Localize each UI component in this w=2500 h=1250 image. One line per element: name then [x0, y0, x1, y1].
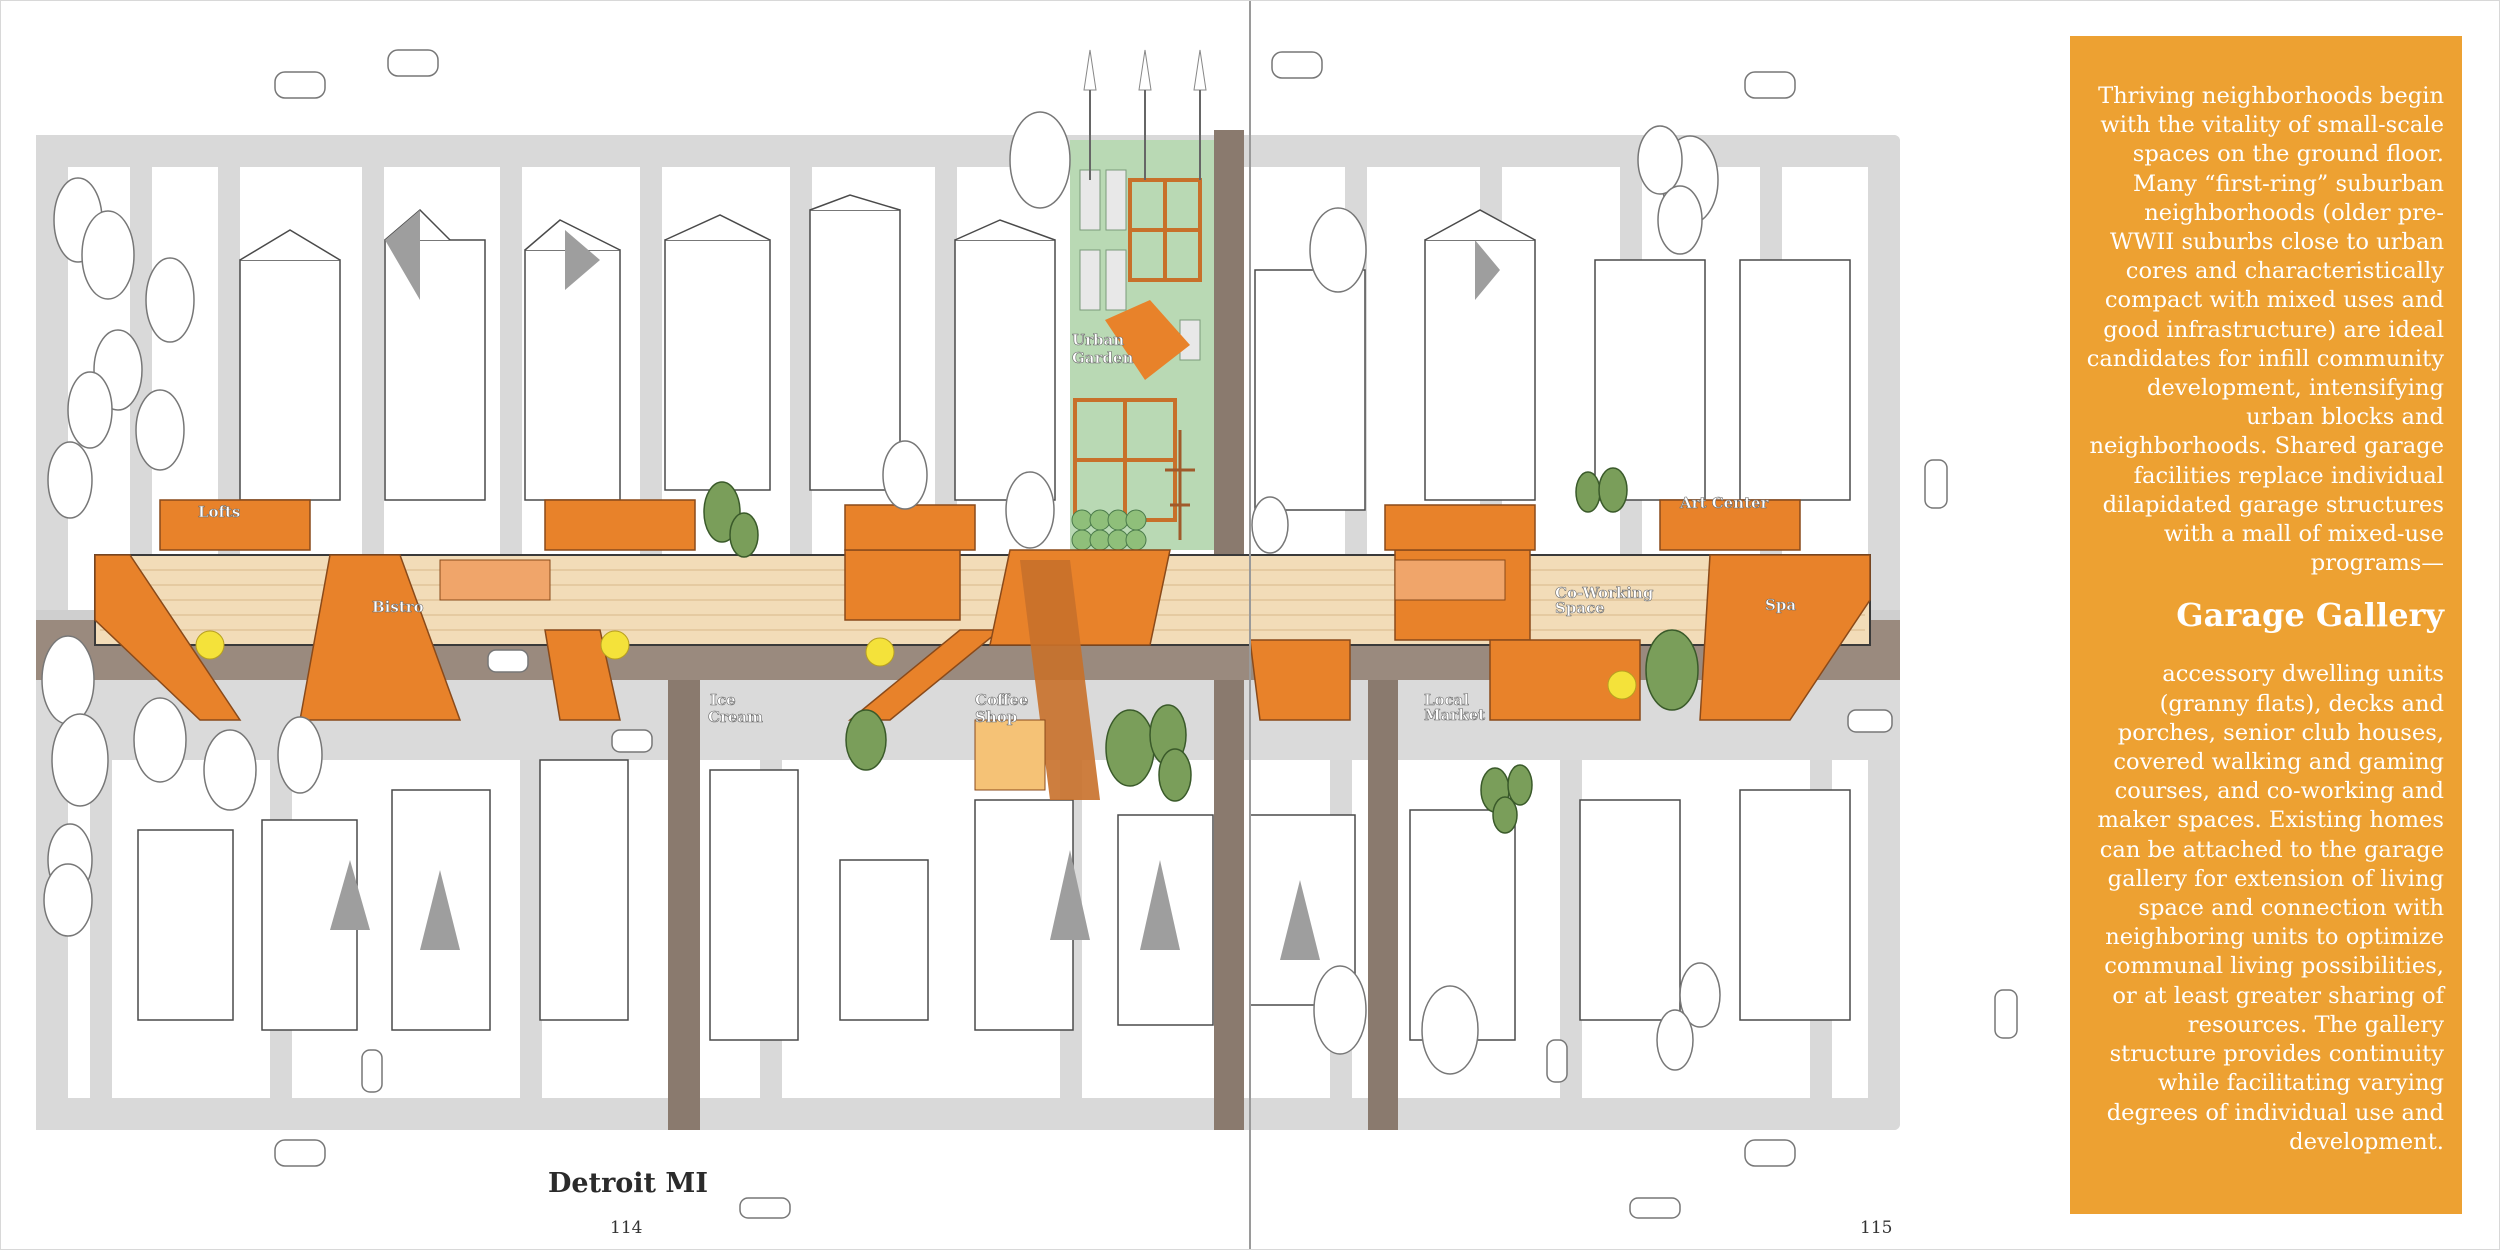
urban-garden: Urban Garden — [1070, 49, 1214, 551]
house-roof-accents — [330, 210, 1500, 960]
alley-south-left — [668, 640, 700, 1130]
page-number-right: 115 — [1860, 1218, 1893, 1238]
label-local: Local — [1424, 691, 1469, 709]
sidebar-intro: Thriving neighborhoods begin with the vi… — [2086, 83, 2444, 577]
label-art-center: Art Center — [1679, 494, 1770, 512]
label-coworking: Co-Working — [1555, 584, 1654, 602]
page-number-left: 114 — [610, 1218, 643, 1238]
label-shop: Shop — [975, 708, 1017, 726]
label-garden: Garden — [1072, 349, 1133, 367]
label-bistro: Bistro — [372, 598, 424, 616]
sidebar-body: accessory dwelling units (granny flats),… — [2097, 661, 2444, 1155]
label-ice: Ice — [710, 691, 736, 709]
houses-north — [239, 194, 1851, 511]
map-caption: Detroit MI — [548, 1168, 708, 1199]
garage-gallery: Lofts Bistro Ice Cream Coffee Shop Local… — [94, 494, 1871, 800]
label-urban: Urban — [1072, 331, 1124, 349]
label-spa: Spa — [1765, 596, 1796, 614]
trees-white — [41, 111, 1721, 1075]
label-market: Market — [1424, 706, 1485, 724]
parked-cars — [274, 49, 2018, 1219]
label-cream: Cream — [708, 708, 763, 726]
patio-umbrellas — [195, 630, 1637, 700]
alley-south-right — [1368, 640, 1398, 1130]
sidebar-text-panel: Thriving neighborhoods begin with the vi… — [2070, 36, 2462, 1214]
label-coffee: Coffee — [975, 691, 1028, 709]
sidebar-heading: Garage Gallery — [2176, 596, 2444, 635]
trees-green — [703, 467, 1699, 834]
label-space: Space — [1555, 599, 1605, 617]
label-lofts: Lofts — [198, 503, 240, 521]
houses-south — [137, 759, 1851, 1041]
gutter — [1249, 0, 1251, 1250]
